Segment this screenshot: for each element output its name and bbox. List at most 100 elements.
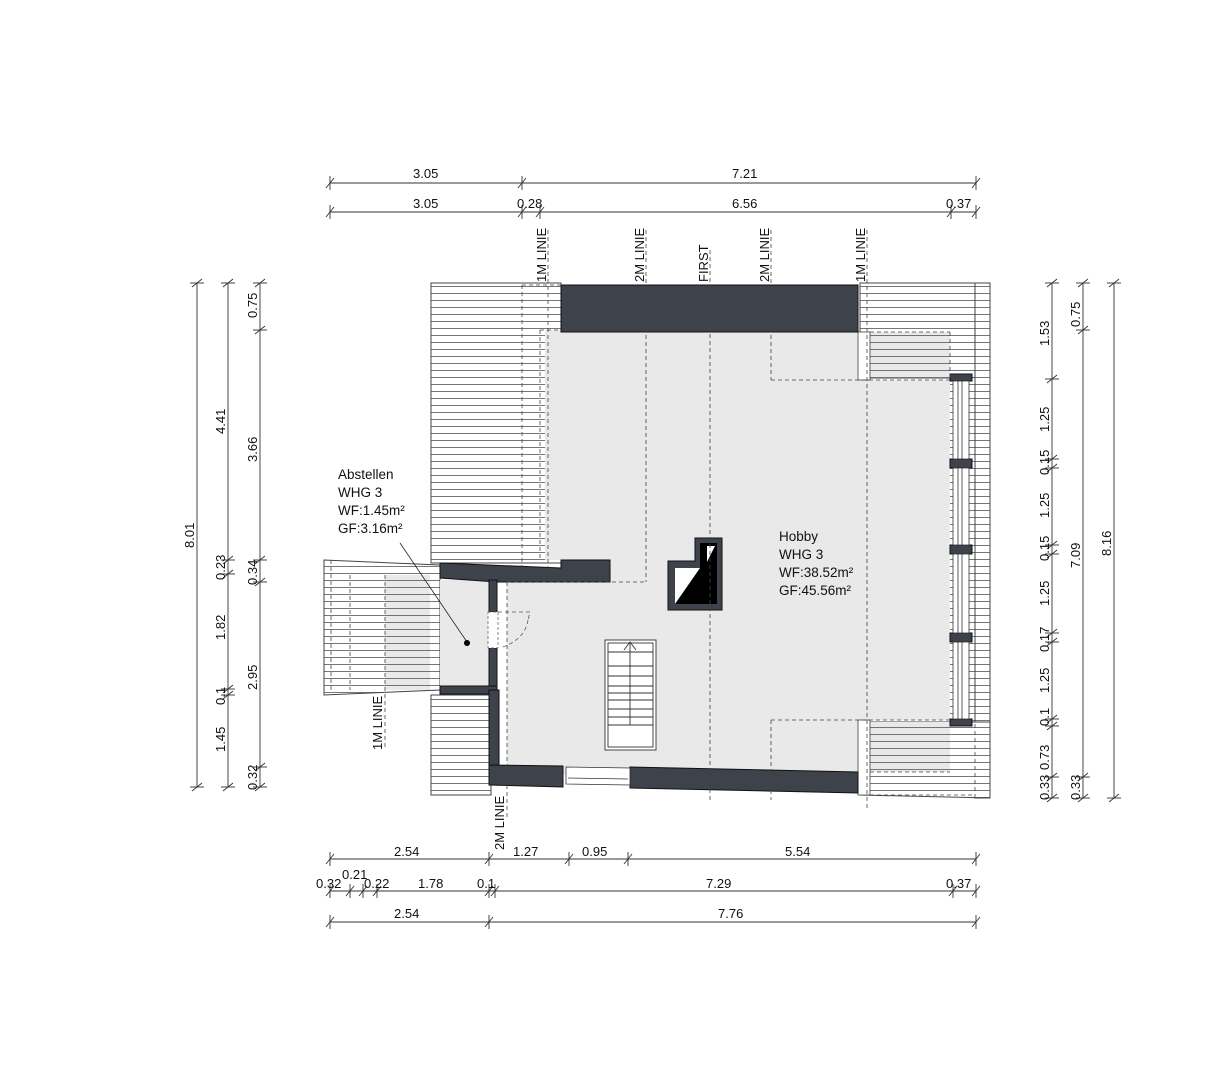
dim-right-11: 0.33 [1037, 775, 1052, 800]
height-lines [330, 230, 976, 820]
dimension-labels-bottom: 2.54 1.27 0.95 5.54 0.32 0.21 0.22 1.78 … [316, 844, 971, 921]
dim-left-7: 0.75 [245, 293, 260, 318]
dim-right-8: 1.25 [1037, 668, 1052, 693]
window-right-4 [952, 641, 970, 720]
dim-top-2: 7.21 [732, 166, 757, 181]
dim-left-5: 0.1 [213, 687, 228, 705]
dim-top-1: 3.05 [413, 166, 438, 181]
dim-right-2: 1.25 [1037, 407, 1052, 432]
wall-pier-1 [949, 373, 973, 382]
wall-abstellen-bottom [439, 685, 498, 695]
dim-top-5: 6.56 [732, 196, 757, 211]
dim-right-4: 1.25 [1037, 493, 1052, 518]
abstellen-floor [440, 580, 490, 690]
floor-strip-left [545, 330, 561, 560]
wall-pier-4 [949, 632, 973, 643]
dimensions-right [1045, 278, 1121, 803]
walls [439, 284, 973, 794]
wall-top [560, 284, 859, 333]
dim-left-11: 0.32 [245, 765, 260, 790]
wall-pier-3 [949, 544, 973, 555]
dim-bottom-5: 0.32 [316, 876, 341, 891]
room-hobby-label: Hobby WHG 3 WF:38.52m² GF:45.56m² [779, 529, 854, 598]
dim-right-10: 0.73 [1037, 745, 1052, 770]
wall-pier-5 [949, 718, 973, 727]
dim-bottom-9: 0.1 [477, 876, 495, 891]
room-unit: WHG 3 [338, 485, 382, 500]
wall-pier-2 [949, 458, 973, 469]
bottom-window [565, 766, 631, 786]
dim-right-9: 0.1 [1037, 708, 1052, 726]
dim-top-3: 3.05 [413, 196, 438, 211]
wall-left-lower [488, 689, 500, 771]
room-name: Abstellen [338, 467, 394, 482]
room-wf: WF:1.45m² [338, 503, 405, 518]
dim-left-2: 4.41 [213, 409, 228, 434]
dim-left-9: 0.34 [245, 560, 260, 585]
dim-right-15: 8.16 [1099, 531, 1114, 556]
roof-dormer-left-grey [385, 575, 430, 690]
dimension-labels-left: 8.01 4.41 0.23 1.82 0.1 1.45 0.75 3.66 0… [182, 293, 260, 790]
dimensions-top [325, 176, 981, 219]
dim-right-13: 7.09 [1068, 543, 1083, 568]
label-1m-linie-1: 1M LINIE [534, 227, 549, 282]
dim-bottom-1: 2.54 [394, 844, 419, 859]
dim-right-1: 1.53 [1037, 321, 1052, 346]
room-gf: GF:45.56m² [779, 583, 852, 598]
dim-bottom-8: 1.78 [418, 876, 443, 891]
dim-left-1: 8.01 [182, 523, 197, 548]
dim-right-14: 0.33 [1068, 775, 1083, 800]
room-unit: WHG 3 [779, 547, 823, 562]
dim-left-8: 3.66 [245, 437, 260, 462]
dim-right-6: 1.25 [1037, 581, 1052, 606]
wall-bottom-left [488, 764, 564, 788]
wall-abstellen-divider-bottom [488, 647, 498, 691]
dim-left-10: 2.95 [245, 665, 260, 690]
dim-right-3: 0.15 [1037, 450, 1052, 475]
right-windows [952, 380, 970, 720]
dim-left-3: 0.23 [213, 555, 228, 580]
room-wf: WF:38.52m² [779, 565, 854, 580]
room-gf: GF:3.16m² [338, 521, 403, 536]
dim-top-6: 0.37 [946, 196, 971, 211]
window-right-3 [952, 553, 970, 634]
dim-right-12: 0.75 [1068, 302, 1083, 327]
label-first: FIRST [696, 244, 711, 282]
dim-bottom-4: 5.54 [785, 844, 810, 859]
door-swing-icon [487, 611, 531, 649]
window-right-1 [952, 380, 970, 460]
dim-bottom-2: 1.27 [513, 844, 538, 859]
floor-strip-right-bottom [857, 719, 871, 796]
roof-right-upper-grey [870, 332, 950, 378]
room-abstellen-label: Abstellen WHG 3 WF:1.45m² GF:3.16m² [338, 467, 470, 646]
roof-left-lower [430, 694, 492, 796]
dim-right-7: 0.17 [1037, 627, 1052, 652]
wall-left-upper [439, 559, 611, 583]
dim-right-5: 0.15 [1037, 536, 1052, 561]
dim-bottom-11: 0.37 [946, 876, 971, 891]
roof-right-lower-grey [870, 722, 950, 772]
hobby-floor [497, 332, 950, 775]
roof-left-upper [430, 282, 562, 564]
dim-bottom-10: 7.29 [706, 876, 731, 891]
dimensions-bottom [325, 852, 981, 929]
room-name: Hobby [779, 529, 818, 544]
dimension-labels-top: 3.05 7.21 3.05 0.28 6.56 0.37 [413, 166, 971, 211]
roof-right-edge [974, 282, 991, 799]
stair-icon [604, 639, 657, 751]
dim-bottom-3: 0.95 [582, 844, 607, 859]
dimension-labels-right: 1.53 1.25 0.15 1.25 0.15 1.25 0.17 1.25 … [1037, 302, 1114, 800]
chimney-icon [667, 537, 723, 611]
dim-bottom-7: 0.22 [364, 876, 389, 891]
floor-strip-right-top [857, 331, 871, 381]
label-2m-linie-1: 2M LINIE [632, 227, 647, 282]
dim-top-4: 0.28 [517, 196, 542, 211]
label-2m-linie-2: 2M LINIE [757, 227, 772, 282]
dim-bottom-12: 2.54 [394, 906, 419, 921]
height-line-labels: 1M LINIE 2M LINIE FIRST 2M LINIE 1M LINI… [370, 227, 868, 850]
dimensions-left [190, 278, 267, 792]
label-1m-linie-left: 1M LINIE [370, 695, 385, 750]
dim-left-4: 1.82 [213, 615, 228, 640]
dim-bottom-13: 7.76 [718, 906, 743, 921]
